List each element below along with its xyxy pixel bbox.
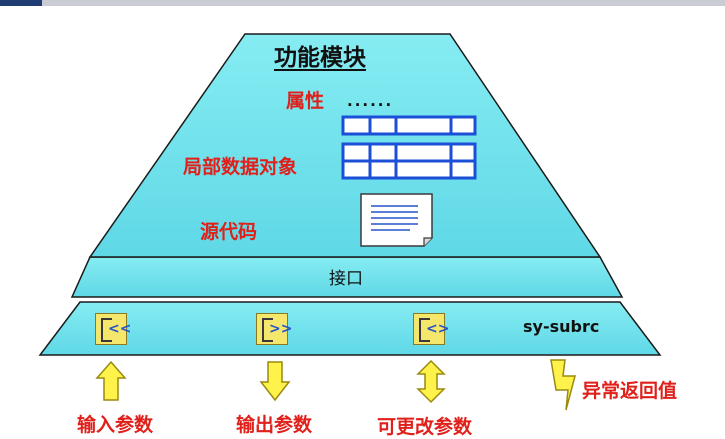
export-parameter-icon: >> [256,313,292,345]
changing-params-label: 可更改参数 [377,416,473,438]
document-icon [360,193,433,247]
import-parameter-icon: << [95,313,131,345]
attributes-label: 属性 [286,90,325,112]
down-arrow-icon [259,361,291,402]
up-arrow-icon [95,360,127,401]
bracket-shape [419,318,430,342]
attributes-dots: ...... [347,92,394,110]
exceptions-label: 异常返回值 [582,380,678,402]
interface-label: 接口 [329,269,363,289]
sy-subrc-label: sy-subrc [523,317,600,336]
import-params-label: 输入参数 [77,414,154,436]
top-bar [0,0,725,6]
bracket-shape [101,318,112,342]
source-code-label: 源代码 [200,221,258,243]
local-objects-table [341,142,477,180]
changing-parameter-icon: <> [413,313,449,345]
icon-glyph: << [108,321,132,337]
export-params-label: 输出参数 [236,414,313,436]
bracket-shape [262,318,273,342]
lightning-icon [550,359,576,411]
icon-glyph: <> [426,321,450,337]
base-band [38,301,662,356]
module-title: 功能模块 [274,45,366,71]
top-bar-accent [0,0,42,6]
local-objects-label: 局部数据对象 [183,156,298,178]
attributes-table [341,115,477,136]
icon-glyph: >> [269,321,293,337]
double-arrow-icon [416,359,446,404]
